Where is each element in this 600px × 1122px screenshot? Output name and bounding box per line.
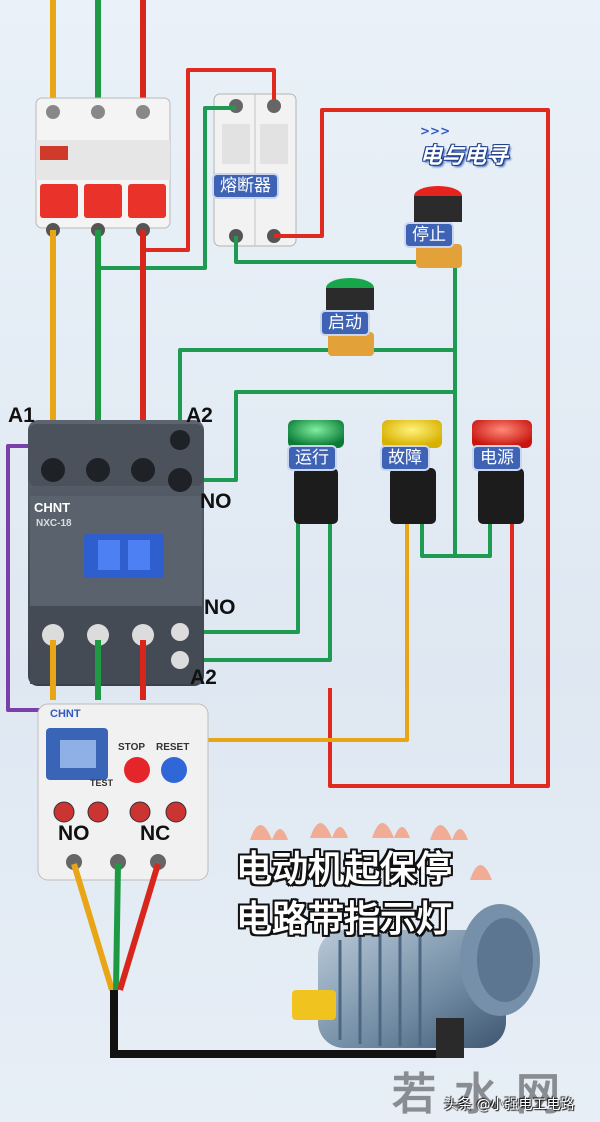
- flame-decoration: [250, 823, 492, 880]
- caption-line-1: 电动机起保停: [236, 849, 453, 890]
- fault-lamp-device: [382, 420, 442, 524]
- relay-reset-text: RESET: [156, 742, 190, 753]
- fault-lamp-label: 故障: [380, 445, 430, 471]
- run-lamp-device: [288, 420, 344, 524]
- terminal-a2-top-label: A2: [186, 404, 213, 427]
- overload-wires: [50, 640, 146, 700]
- relay-reset-button[interactable]: [161, 757, 187, 783]
- stop-button-device: [414, 186, 462, 268]
- circuit-breaker: [35, 97, 171, 237]
- contactor-model: NXC-18: [36, 518, 72, 529]
- fuse-label: 熔断器: [212, 173, 279, 199]
- start-button-label: 启动: [320, 310, 370, 336]
- terminal-no-top-label: NO: [200, 490, 232, 513]
- relay-test-text: TEST: [90, 778, 114, 788]
- motor: [292, 904, 540, 1058]
- watermark-credit: 头条 @小强电工电路: [444, 1097, 575, 1113]
- motor-shaft: [292, 990, 336, 1020]
- power-lamp-device: [472, 420, 532, 524]
- terminal-no-mid-label: NO: [204, 596, 236, 619]
- caption-line-2: 电路带指示灯: [236, 899, 453, 940]
- breaker-handle-1: [40, 184, 78, 218]
- breaker-handle-2: [84, 184, 122, 218]
- contactor-brand: CHNT: [34, 500, 71, 515]
- terminal-a2-bottom-label: A2: [190, 666, 217, 689]
- brand-logo-text: 电与电寻: [420, 144, 509, 169]
- watermark-logo: 若水网: [392, 1069, 578, 1120]
- terminal-a1-label: A1: [8, 404, 35, 427]
- stop-button-label: 停止: [404, 222, 454, 248]
- relay-nc-label: NC: [140, 822, 171, 845]
- brand-arrows: >>>: [420, 124, 451, 138]
- contactor: [28, 420, 204, 686]
- breaker-handle-3: [128, 184, 166, 218]
- relay-brand: CHNT: [50, 708, 81, 720]
- overload-relay: [37, 703, 209, 881]
- run-lamp-label: 运行: [287, 445, 337, 471]
- fuse-holder: [213, 93, 297, 247]
- relay-stop-text: STOP: [118, 742, 146, 753]
- relay-no-label: NO: [58, 822, 90, 845]
- supply-wires: [50, 0, 146, 113]
- start-button-device: [326, 278, 374, 356]
- relay-stop-button[interactable]: [124, 757, 150, 783]
- power-lamp-label: 电源: [472, 445, 522, 471]
- motor-wires: [71, 863, 440, 1058]
